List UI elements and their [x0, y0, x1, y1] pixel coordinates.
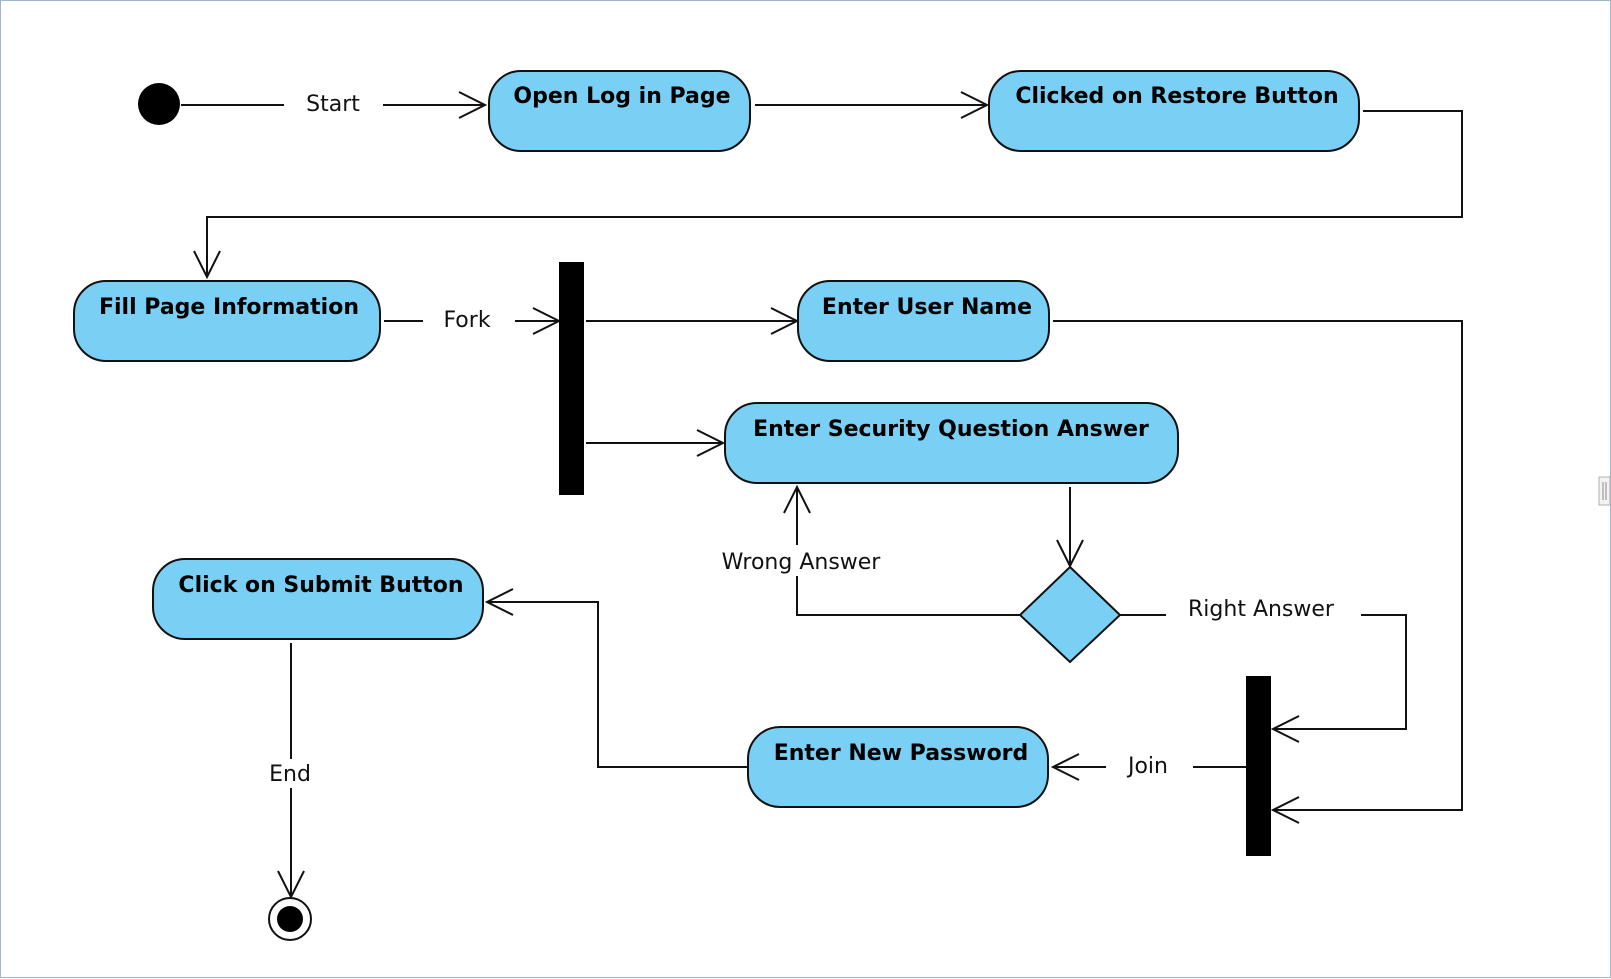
label-wrong-answer: Wrong Answer: [722, 550, 882, 575]
action-fill-page-label: Fill Page Information: [99, 295, 359, 320]
edge-password-to-submit: [487, 602, 747, 768]
action-enter-new-password-label: Enter New Password: [774, 741, 1029, 766]
label-end: End: [269, 762, 311, 787]
action-fill-page[interactable]: Fill Page Information: [73, 280, 381, 362]
label-right-answer: Right Answer: [1188, 597, 1335, 622]
join-bar[interactable]: [1246, 676, 1271, 856]
action-clicked-restore[interactable]: Clicked on Restore Button: [988, 70, 1360, 152]
fork-bar[interactable]: [559, 262, 584, 495]
action-clicked-restore-label: Clicked on Restore Button: [1015, 84, 1338, 109]
action-enter-security[interactable]: Enter Security Question Answer: [724, 402, 1179, 484]
label-fork: Fork: [443, 308, 490, 333]
action-click-submit[interactable]: Click on Submit Button: [152, 558, 484, 640]
decision-node[interactable]: [1018, 565, 1122, 664]
edge-restore-to-fill: [207, 110, 1463, 277]
edge-wrong-answer: [796, 576, 1020, 616]
final-node[interactable]: [268, 897, 312, 941]
label-start: Start: [306, 92, 360, 117]
action-open-login[interactable]: Open Log in Page: [488, 70, 751, 152]
action-click-submit-label: Click on Submit Button: [178, 573, 463, 598]
action-enter-security-label: Enter Security Question Answer: [753, 417, 1149, 442]
action-enter-username[interactable]: Enter User Name: [797, 280, 1050, 362]
action-enter-new-password[interactable]: Enter New Password: [747, 726, 1049, 808]
initial-node[interactable]: [138, 83, 180, 125]
edge-right-answer-right: [1273, 614, 1407, 729]
resize-grip-handle[interactable]: [1598, 476, 1611, 506]
label-join: Join: [1126, 754, 1168, 779]
action-enter-username-label: Enter User Name: [822, 295, 1032, 320]
edge-username-to-join: [1053, 320, 1463, 810]
action-open-login-label: Open Log in Page: [513, 84, 730, 109]
